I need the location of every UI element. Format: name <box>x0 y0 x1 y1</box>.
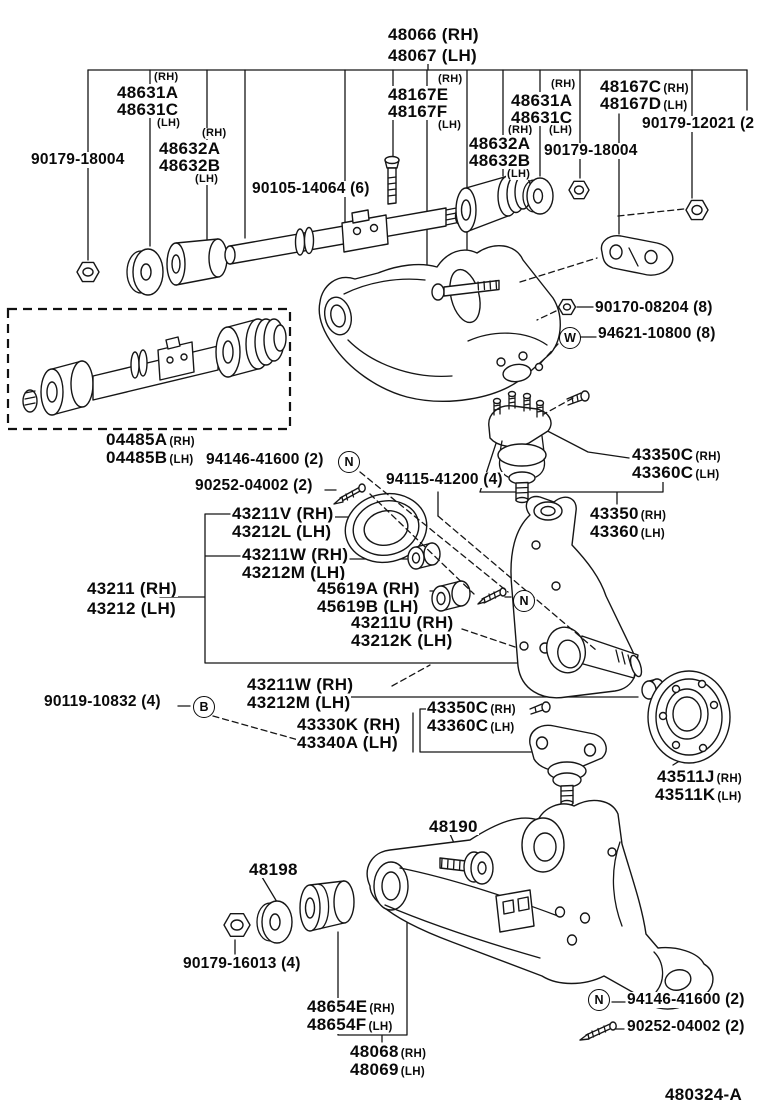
qualifier-rh: (RH) <box>507 124 534 136</box>
part-label-90179-18004-right: 90179-18004 <box>543 142 639 159</box>
part-label-04485a: 04485A(RH) <box>105 430 196 449</box>
part-label-90252-04002-bottom: 90252-04002 (2) <box>626 1018 746 1035</box>
stock-assembly-box <box>6 307 292 431</box>
part-label-43211w-bottom: 43211W (RH) <box>246 675 355 694</box>
bolt-marker-b: B <box>193 696 215 718</box>
part-label-48632b-right: 48632B <box>468 151 532 170</box>
part-label-48167e: 48167E <box>387 85 450 104</box>
part-label-48654f: 48654F(LH) <box>306 1015 394 1034</box>
part-label-48632a-left: 48632A <box>158 139 222 158</box>
part-label-48068: 48068(RH) <box>349 1042 428 1061</box>
part-label-90179-16013: 90179-16013 (4) <box>182 955 302 972</box>
part-label-43211u: 43211U (RH) <box>350 613 455 632</box>
lower-control-arm-drawing <box>366 799 714 1010</box>
nut-marker-n-top: N <box>338 451 360 473</box>
qualifier-rh: (RH) <box>153 71 180 83</box>
part-label-04485b: 04485B(LH) <box>105 448 195 467</box>
part-label-43360: 43360(LH) <box>589 522 666 541</box>
part-label-48631a-left: 48631A <box>116 83 180 102</box>
part-label-43350c-top: 43350C(RH) <box>631 445 722 464</box>
part-label-48631c-left: 48631C <box>116 100 180 119</box>
qualifier-rh: (RH) <box>550 78 577 90</box>
qualifier-lh: (LH) <box>194 173 220 185</box>
fastener-icons-mid <box>557 298 577 316</box>
qualifier-lh: (LH) <box>156 117 182 129</box>
part-label-48167d: 48167D(LH) <box>599 94 689 113</box>
axle-hub-drawing <box>647 670 731 764</box>
part-label-90105-14064: 90105-14064 (6) <box>251 180 371 197</box>
part-label-48067: 48067 (LH) <box>387 46 478 65</box>
washer-marker-w: W <box>559 327 581 349</box>
qualifier-rh: (RH) <box>201 127 228 139</box>
dashed-leaders <box>212 208 685 742</box>
part-label-45619a: 45619A (RH) <box>316 579 421 598</box>
part-label-43511k: 43511K(LH) <box>654 785 743 804</box>
part-label-48632b-left: 48632B <box>158 156 222 175</box>
part-label-90119-10832: 90119-10832 (4) <box>43 693 162 710</box>
qualifier-lh: (LH) <box>437 119 463 131</box>
part-label-43212m-top: 43212M (LH) <box>241 563 347 582</box>
part-label-48167c: 48167C(RH) <box>599 77 690 96</box>
nut-marker-n-mid: N <box>513 590 535 612</box>
knuckle-seal-and-bushings-drawing <box>344 492 471 612</box>
part-label-90179-18004-left: 90179-18004 <box>30 151 126 168</box>
part-label-45619b: 45619B (LH) <box>316 597 420 616</box>
part-label-43511j: 43511J(RH) <box>656 767 744 786</box>
part-label-48066: 48066 (RH) <box>387 25 480 44</box>
part-label-94115-41200: 94115-41200 (4) <box>385 471 504 488</box>
part-label-48631c-right: 48631C <box>510 108 574 127</box>
part-label-43211v: 43211V (RH) <box>231 504 335 523</box>
part-label-43212: 43212 (LH) <box>86 599 177 618</box>
part-label-94621-10800: 94621-10800 (8) <box>597 325 717 342</box>
grease-screw-icon-top <box>333 483 366 505</box>
part-label-43212l: 43212L (LH) <box>231 522 333 541</box>
part-label-90179-12021: 90179-12021 (2 <box>641 115 756 132</box>
part-label-43330k: 43330K (RH) <box>296 715 402 734</box>
part-label-43350c-bottom: 43350C(RH) <box>426 698 517 717</box>
part-label-43212k: 43212K (LH) <box>350 631 454 650</box>
part-label-90252-04002-top: 90252-04002 (2) <box>194 477 314 494</box>
part-label-48198: 48198 <box>248 860 299 879</box>
nut-marker-n-bottom: N <box>588 989 610 1011</box>
part-label-48631a-right: 48631A <box>510 91 574 110</box>
part-label-43211w-top: 43211W (RH) <box>241 545 350 564</box>
part-label-43340a: 43340A (LH) <box>296 733 399 752</box>
figure-number: 480324-A <box>664 1085 744 1104</box>
part-label-48069: 48069(LH) <box>349 1060 426 1079</box>
part-label-48167f: 48167F <box>387 102 449 121</box>
upper-ball-joint-drawing <box>488 390 590 504</box>
part-label-94146-41600-bottom: 94146-41600 (2) <box>626 991 746 1008</box>
qualifier-rh: (RH) <box>437 73 464 85</box>
part-label-43350: 43350(RH) <box>589 504 668 523</box>
part-label-94146-41600-top: 94146-41600 (2) <box>205 451 325 468</box>
qualifier-lh: (LH) <box>506 168 532 180</box>
qualifier-lh: (LH) <box>548 124 574 136</box>
lower-arm-shaft-assembly-drawing <box>22 318 287 416</box>
part-label-48654e: 48654E(RH) <box>306 997 396 1016</box>
part-label-43360c-bottom: 43360C(LH) <box>426 716 516 735</box>
part-label-43212m-bottom: 43212M (LH) <box>246 693 352 712</box>
part-label-48190: 48190 <box>428 817 479 836</box>
part-label-48632a-right: 48632A <box>468 134 532 153</box>
upper-control-arm-drawing <box>318 245 561 402</box>
lower-arm-bushing-drawing <box>223 880 355 944</box>
upper-arm-shaft-assembly-drawing <box>76 155 709 296</box>
part-label-90170-08204: 90170-08204 (8) <box>594 299 714 316</box>
part-label-43211: 43211 (RH) <box>86 579 178 598</box>
part-label-43360c-top: 43360C(LH) <box>631 463 721 482</box>
fastener-icons-bottom <box>579 1021 617 1041</box>
lower-ball-joint-drawing <box>529 701 607 807</box>
